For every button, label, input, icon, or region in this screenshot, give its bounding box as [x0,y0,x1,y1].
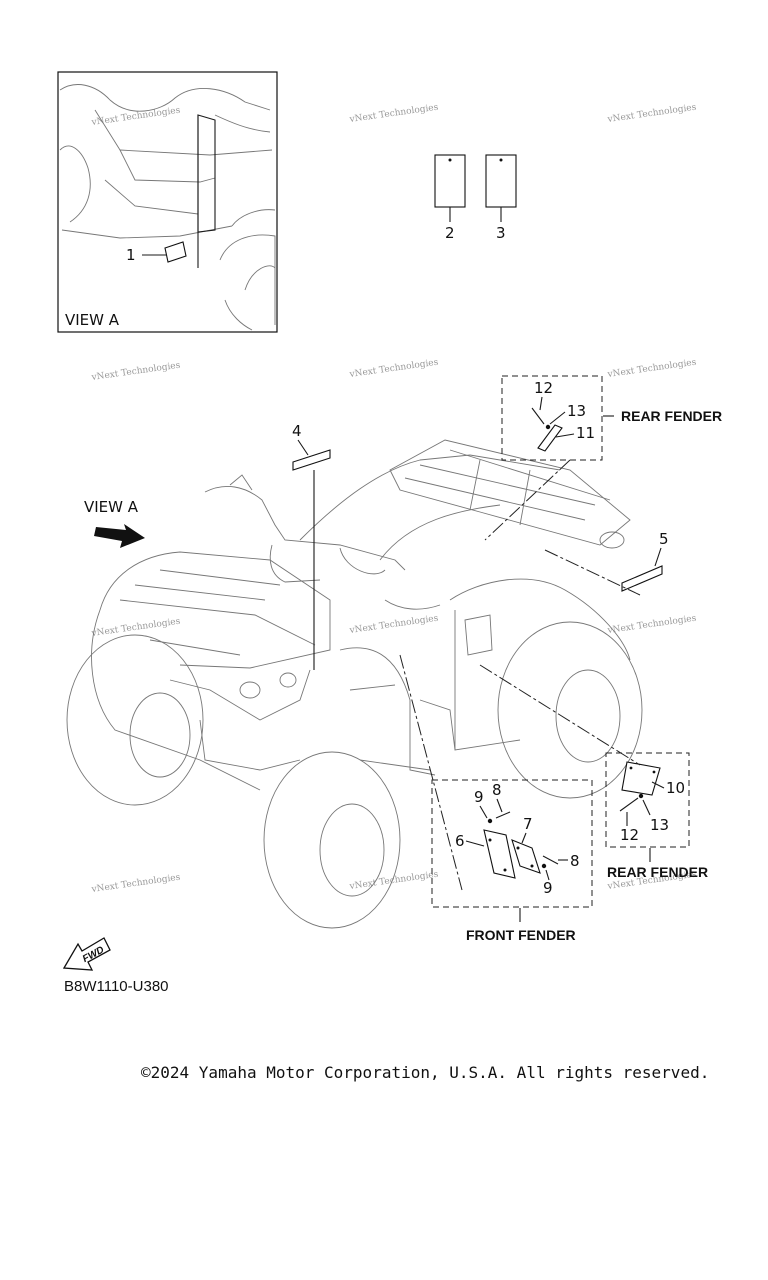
fwd-badge: FWD [62,937,111,971]
part-5: 5 [544,530,669,596]
callout-1: 1 [126,246,136,264]
watermark: vNext Technologies [90,873,181,896]
callout-10: 10 [666,779,685,797]
callout-3: 3 [496,224,506,242]
watermark: vNext Technologies [348,358,439,381]
watermark: vNext Technologies [348,870,439,893]
watermark: vNext Technologies [606,358,697,381]
view-a-arrow-label: VIEW A [84,498,139,516]
callout-12a: 12 [534,379,553,397]
callout-4: 4 [292,422,302,440]
callout-8a: 8 [492,781,502,799]
part-3: 3 [485,154,517,242]
diagram-code: B8W1110-U380 [64,978,169,995]
callout-13a: 13 [567,402,586,420]
arrow-right-icon [94,524,145,548]
callout-9a: 9 [474,788,484,806]
watermark: vNext Technologies [348,103,439,126]
rear-fender-top-group: REAR FENDER 12 13 11 [484,375,722,541]
rear-fender-bottom-label: REAR FENDER [607,864,708,880]
callout-8b: 8 [570,852,580,870]
callout-12b: 12 [620,826,639,844]
callout-7: 7 [523,815,533,833]
callout-6: 6 [455,832,465,850]
part-4: 4 [292,422,331,670]
watermark: vNext Technologies [90,361,181,384]
fwd-arrow-icon [62,937,111,971]
front-fender-label: FRONT FENDER [466,927,576,943]
watermark: vNext Technologies [348,614,439,637]
watermark: vNext Technologies [606,103,697,126]
callout-9b: 9 [543,879,553,897]
atv-body [66,439,643,929]
view-a-title: VIEW A [65,311,120,329]
rear-fender-bottom-group: REAR FENDER 10 12 13 [479,664,708,880]
callout-2: 2 [445,224,455,242]
rear-fender-top-label: REAR FENDER [621,408,722,424]
watermark: vNext Technologies [90,617,181,640]
callout-11: 11 [576,424,595,442]
callout-5: 5 [659,530,669,548]
view-a-inset: 1 VIEW A [57,71,278,333]
part-2: 2 [434,154,466,242]
callout-13b: 13 [650,816,669,834]
view-a-arrow: VIEW A [84,498,145,548]
front-fender-group: FRONT FENDER 6 7 8 9 8 9 [399,654,593,943]
copyright-notice: ©2024 Yamaha Motor Corporation, U.S.A. A… [141,1063,710,1082]
watermark: vNext Technologies [606,614,697,637]
fwd-label: FWD [81,945,106,965]
